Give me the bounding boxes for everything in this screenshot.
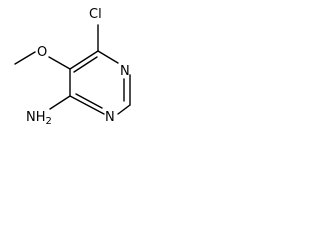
bond-c5-c6 [69,50,99,70]
substituent-bonds [14,24,99,110]
bond-c2-n3 [117,104,131,115]
bond-n3-c4-double [75,93,103,109]
amine-group-label: NH2 [26,110,52,127]
oxygen-atom-label: O [37,45,47,60]
bond-c4-n [49,95,71,110]
bond-n3-c4 [69,95,105,115]
chlorine-atom-label: Cl [89,7,102,22]
bond-c6-n1 [97,50,119,64]
chemical-structure: Cl O N N NH2 [14,7,131,127]
bond-c5-o [48,56,71,70]
amine-subscript-text: 2 [46,116,52,127]
bond-o-methyl [14,51,36,65]
pyrimidine-ring [69,50,131,115]
amine-nh-text: NH [26,110,46,125]
bond-c5-c6-double [73,56,98,73]
ring-nitrogen-top-label: N [120,64,130,79]
ring-nitrogen-right-label: N [105,110,115,125]
